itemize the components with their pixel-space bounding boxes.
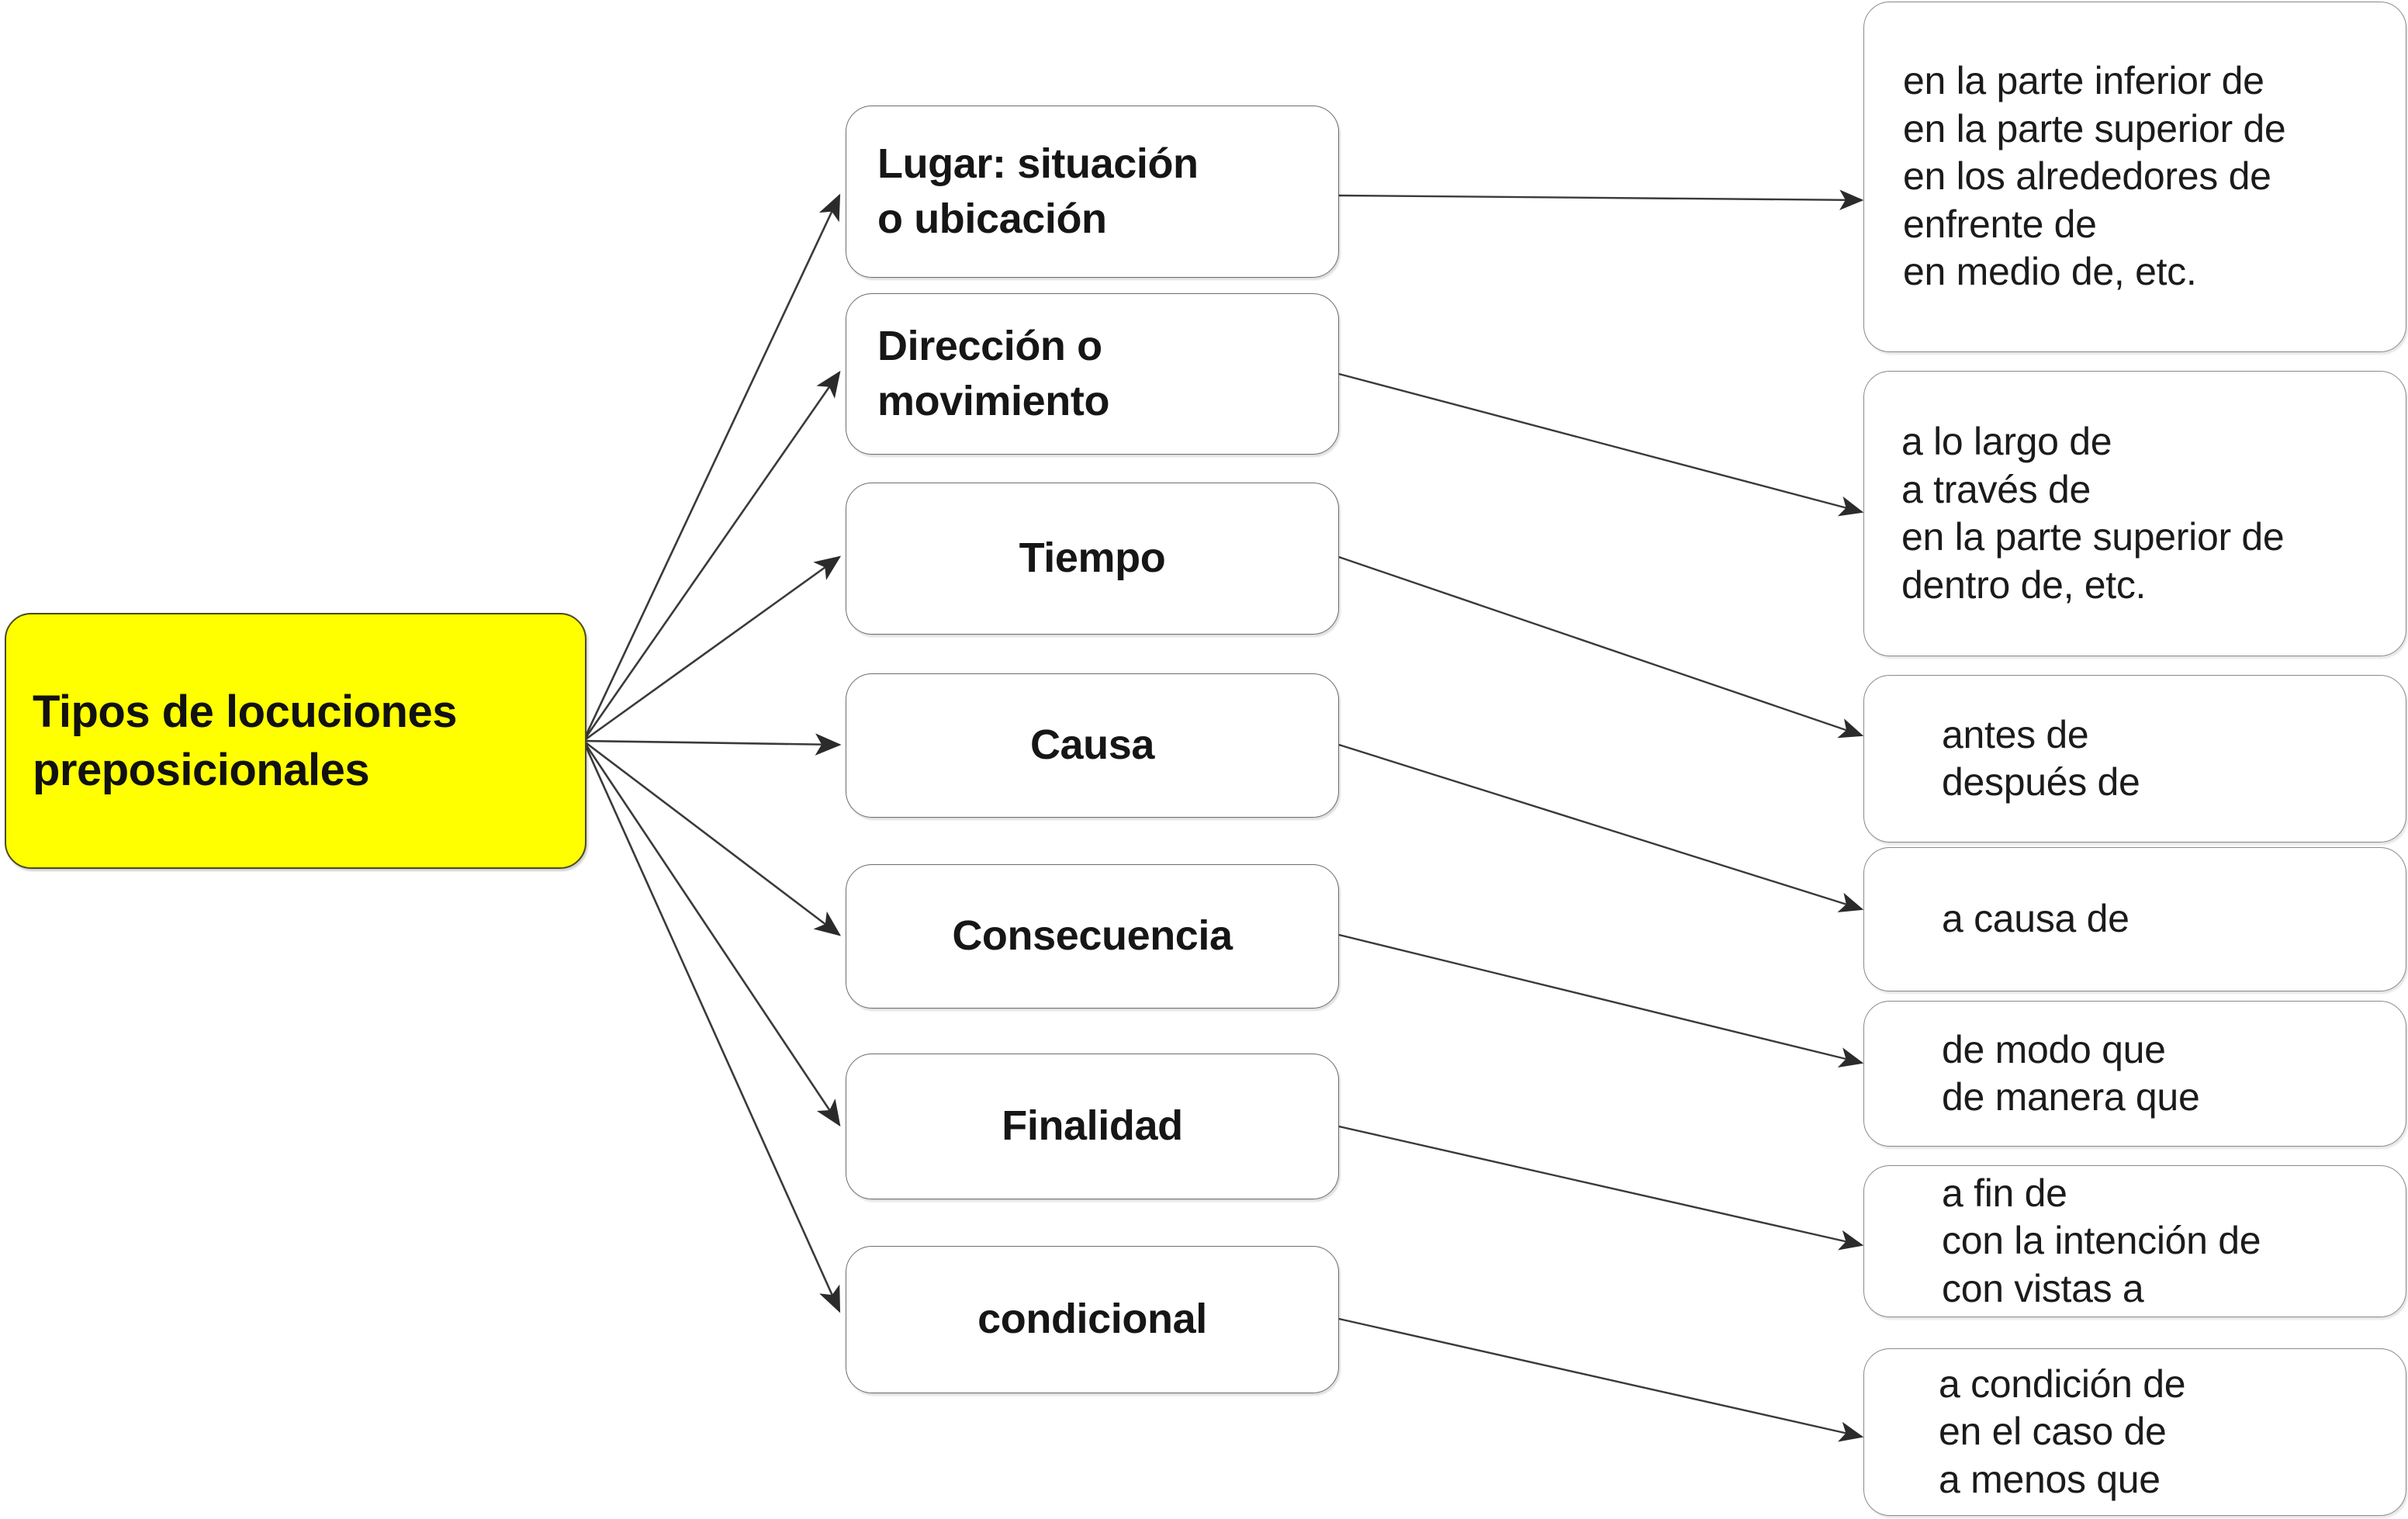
category-node-consecuencia[interactable]: Consecuencia — [846, 864, 1339, 1009]
edge-direccion-examples — [1338, 372, 1864, 517]
edge-root-lugar — [582, 193, 841, 742]
example-node-direccion-label: a lo largo de a través de en la parte su… — [1901, 420, 2285, 607]
edge-tiempo-examples — [1338, 555, 1864, 739]
category-node-finalidad-label: Finalidad — [1002, 1102, 1183, 1150]
category-node-lugar[interactable]: Lugar: situación o ubicación — [846, 106, 1339, 278]
example-node-causa-label: a causa de — [1942, 897, 2129, 941]
edge-root-condicional — [582, 740, 841, 1313]
root-node-label: Tipos de locuciones preposicionales — [33, 686, 458, 795]
edge-condicional-examples — [1338, 1317, 1864, 1442]
example-node-finalidad[interactable]: a fin de con la intención de con vistas … — [1863, 1165, 2406, 1317]
category-node-condicional[interactable]: condicional — [846, 1246, 1339, 1393]
category-node-direccion[interactable]: Dirección o movimiento — [846, 293, 1339, 455]
edge-root-direccion — [582, 370, 841, 742]
example-node-condicional[interactable]: a condición de en el caso de a menos que — [1863, 1348, 2406, 1516]
category-node-consecuencia-label: Consecuencia — [952, 912, 1233, 960]
category-node-tiempo-label: Tiempo — [1019, 535, 1166, 582]
example-node-consecuencia[interactable]: de modo que de manera que — [1863, 1001, 2406, 1147]
edge-root-causa — [583, 733, 842, 756]
category-node-causa[interactable]: Causa — [846, 673, 1339, 818]
category-node-tiempo[interactable]: Tiempo — [846, 483, 1339, 635]
edge-consecuencia-examples — [1338, 933, 1864, 1067]
edge-lugar-examples — [1338, 189, 1864, 210]
edge-causa-examples — [1338, 743, 1864, 912]
category-node-direccion-label: Dirección o movimiento — [877, 322, 1110, 424]
example-node-finalidad-label: a fin de con la intención de con vistas … — [1942, 1171, 2261, 1310]
category-node-condicional-label: condicional — [977, 1296, 1207, 1343]
example-node-direccion[interactable]: a lo largo de a través de en la parte su… — [1863, 371, 2406, 656]
edge-finalidad-examples — [1338, 1125, 1864, 1251]
edge-root-finalidad — [582, 740, 841, 1127]
category-node-lugar-label: Lugar: situación o ubicación — [877, 140, 1199, 242]
category-node-causa-label: Causa — [1029, 721, 1155, 769]
example-node-condicional-label: a condición de en el caso de a menos que — [1939, 1362, 2186, 1501]
example-node-lugar[interactable]: en la parte inferior de en la parte supe… — [1863, 2, 2406, 352]
category-node-finalidad[interactable]: Finalidad — [846, 1054, 1339, 1199]
root-node[interactable]: Tipos de locuciones preposicionales — [5, 613, 586, 869]
edge-root-consecuencia — [583, 739, 842, 936]
example-node-causa[interactable]: a causa de — [1863, 847, 2406, 991]
example-node-lugar-label: en la parte inferior de en la parte supe… — [1903, 59, 2286, 294]
example-node-tiempo-label: antes de después de — [1942, 712, 2140, 804]
edge-root-tiempo — [583, 555, 842, 742]
example-node-consecuencia-label: de modo que de manera que — [1942, 1027, 2200, 1119]
example-node-tiempo[interactable]: antes de después de — [1863, 675, 2406, 843]
